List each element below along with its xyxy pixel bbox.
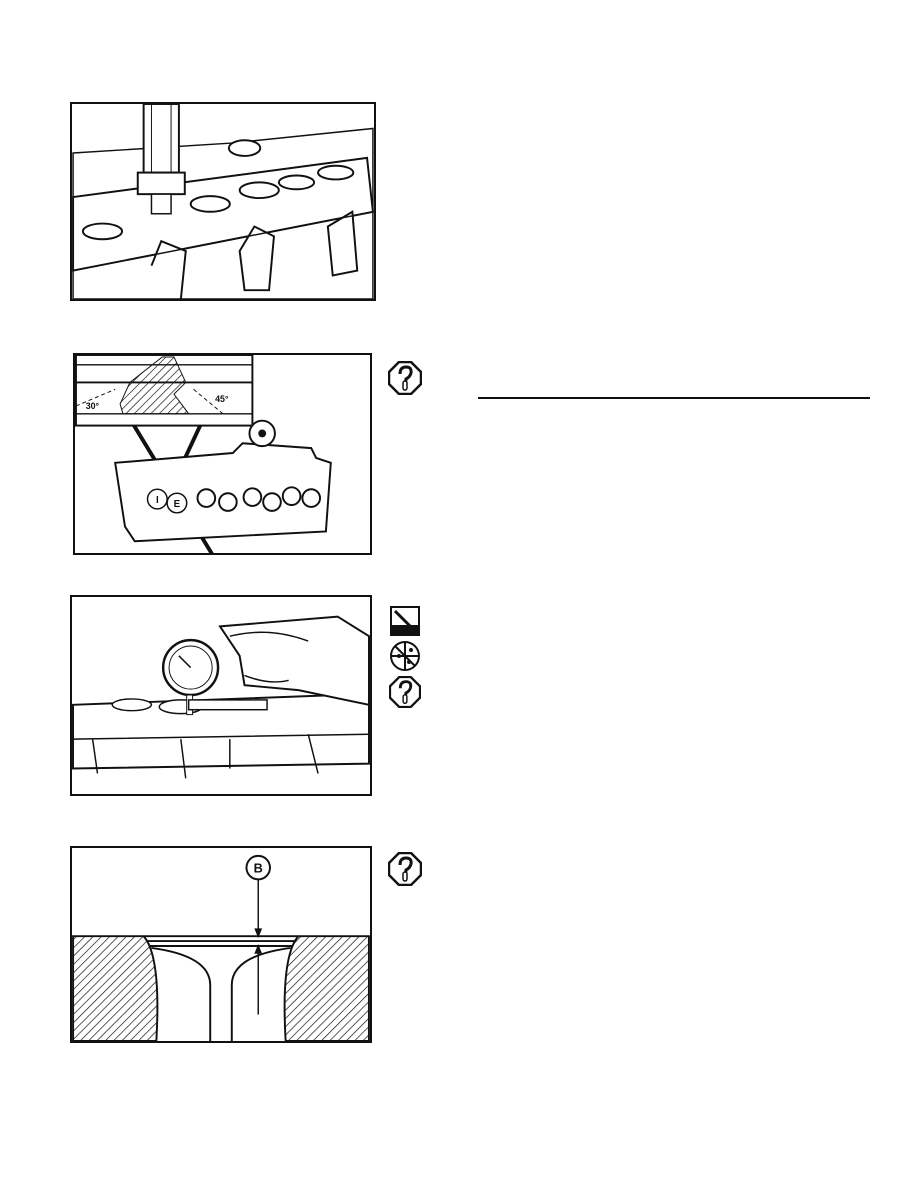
figure-seat-angles: I E 30° 45° xyxy=(73,353,372,555)
specification-icon xyxy=(388,361,422,395)
inlet-label: I xyxy=(156,495,159,506)
tool-set-icon xyxy=(389,640,421,672)
dimension-b-label: B xyxy=(254,860,263,875)
exhaust-label: E xyxy=(174,499,181,510)
dial-gauge-illustration xyxy=(72,615,370,779)
measure-icon xyxy=(390,606,420,636)
angle-45-label: 45° xyxy=(215,394,229,404)
figure-valve-seat-cutter xyxy=(70,102,376,301)
cylinder-head-cutter-illustration xyxy=(72,104,374,299)
valve-recess-illustration: B xyxy=(72,854,370,1041)
divider-line xyxy=(478,397,870,399)
figure-valve-recess: B xyxy=(70,846,372,1043)
angle-30-label: 30° xyxy=(86,401,100,411)
figure-dial-gauge xyxy=(70,595,372,796)
valve-seat-angle-illustration: I E 30° 45° xyxy=(75,355,332,553)
specification-icon xyxy=(389,676,421,708)
specification-icon xyxy=(388,852,422,886)
